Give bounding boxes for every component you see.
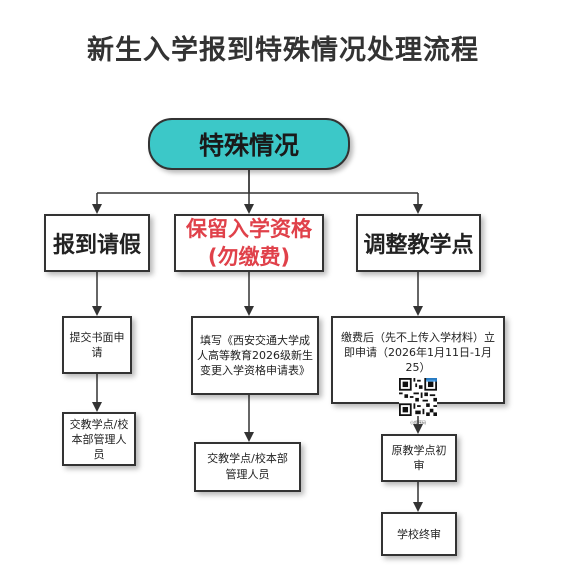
qr-code-icon — [399, 378, 437, 416]
retain-step2-box: 交教学点/校本部管理人员 — [194, 442, 301, 492]
adjust-step3-text: 学校终审 — [397, 527, 441, 541]
category-retain-line1: 保留入学资格 — [186, 217, 312, 241]
adjust-step1-text: 缴费后（先不上传入学材料）立即申请（2026年1月11日-1月25） — [341, 331, 495, 374]
category-adjust-label: 调整教学点 — [363, 233, 474, 258]
leave-step1-box: 提交书面申请 — [62, 316, 132, 374]
qr-caption: 小程序码 — [410, 420, 426, 425]
page-title: 新生入学报到特殊情况处理流程 — [87, 35, 479, 66]
category-leave: 报到请假 — [44, 214, 150, 272]
root-node: 特殊情况 — [148, 118, 350, 170]
category-retain-line2: (勿缴费) — [207, 245, 291, 269]
adjust-step3-box: 学校终审 — [381, 512, 457, 556]
root-label: 特殊情况 — [198, 131, 299, 160]
retain-step1-box: 填写《西安交通大学成人高等教育2026级新生变更入学资格申请表》 — [191, 316, 319, 395]
qr-code: 小程序码 — [399, 378, 437, 425]
leave-step1-text: 提交书面申请 — [69, 331, 125, 359]
adjust-step1-box: 缴费后（先不上传入学材料）立即申请（2026年1月11日-1月25） 小程序码 — [331, 316, 505, 425]
leave-step2-box: 交教学点/校本部管理人员 — [62, 412, 136, 466]
adjust-step2-text: 原教学点初审 — [391, 444, 447, 472]
category-retain: 保留入学资格 (勿缴费) — [174, 214, 324, 272]
retain-step1-text: 填写《西安交通大学成人高等教育2026级新生变更入学资格申请表》 — [197, 334, 313, 377]
category-leave-label: 报到请假 — [52, 233, 141, 258]
adjust-step2-box: 原教学点初审 — [381, 434, 457, 482]
leave-step2-text: 交教学点/校本部管理人员 — [69, 417, 129, 461]
category-adjust: 调整教学点 — [356, 214, 481, 272]
retain-step2-text: 交教学点/校本部管理人员 — [207, 452, 288, 481]
